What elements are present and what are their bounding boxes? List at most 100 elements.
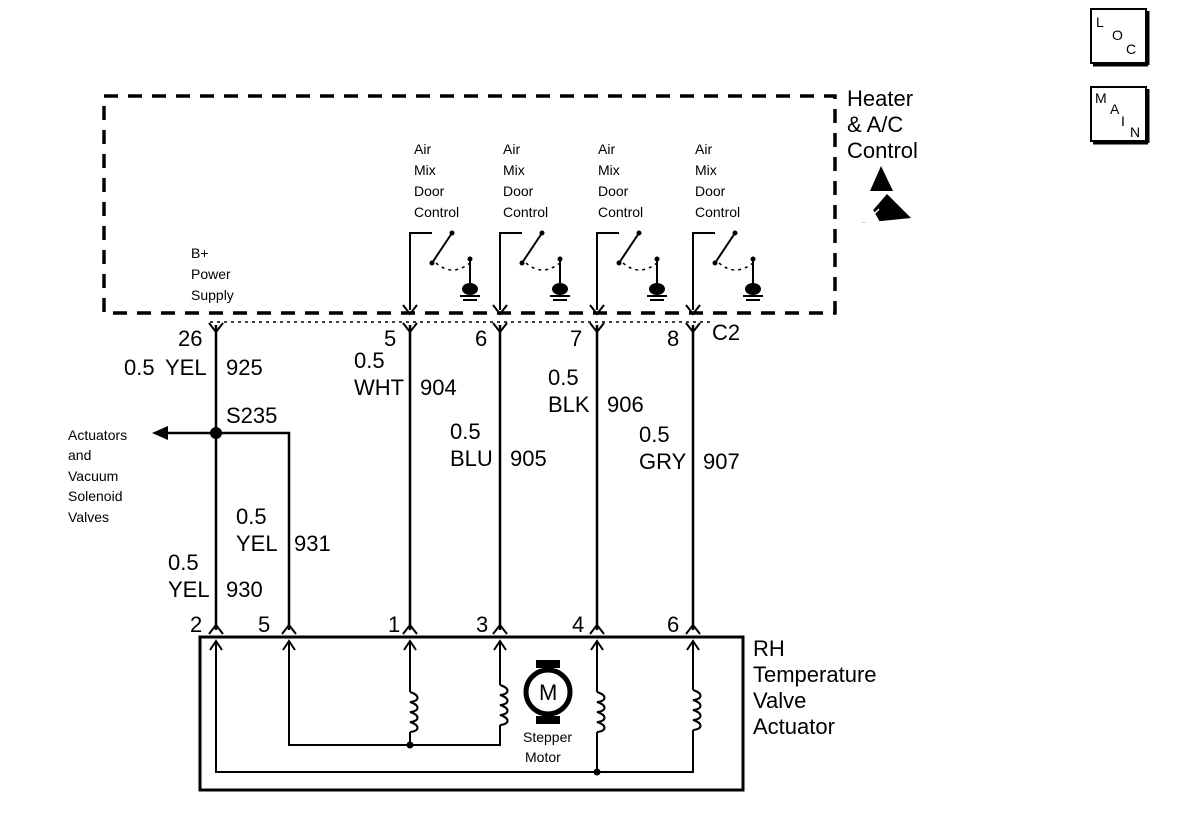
splice-id: S235 [226, 403, 277, 428]
coil-4 [692, 689, 702, 731]
svg-text:Door: Door [503, 183, 534, 199]
wire-904-gauge: 0.5 [354, 348, 385, 373]
power-label-line-2: Power [191, 266, 231, 282]
top-pin-7: 7 [570, 326, 582, 351]
main-letter-1: M [1095, 90, 1107, 106]
actuator-name-line-4: Actuator [753, 714, 835, 739]
wire-930-circuit: 930 [226, 577, 263, 602]
svg-text:Control: Control [414, 204, 459, 220]
wire-931-gauge: 0.5 [236, 504, 267, 529]
wire-904-circuit: 904 [420, 375, 457, 400]
wire-905-circuit: 905 [510, 446, 547, 471]
wire-907-color: GRY [639, 449, 687, 474]
main-letter-2: A [1110, 101, 1120, 117]
wire-905-gauge: 0.5 [450, 419, 481, 444]
bottom-pin-1: 1 [388, 612, 400, 637]
svg-text:Vacuum: Vacuum [68, 468, 118, 484]
top-pin-5: 5 [384, 326, 396, 351]
svg-text:Door: Door [414, 183, 445, 199]
wire-904-color: WHT [354, 375, 404, 400]
wire-925-color: YEL [165, 355, 207, 380]
actuator-pin-arrows [209, 639, 700, 651]
svg-text:Air: Air [503, 141, 520, 157]
loc-letter-3: C [1126, 41, 1136, 57]
svg-text:Air: Air [598, 141, 615, 157]
actuator-internal-wiring [215, 643, 694, 776]
wire-925-gauge: 0.5 [124, 355, 155, 380]
svg-text:Control: Control [503, 204, 548, 220]
door-switch-3 [596, 229, 668, 311]
coil-3 [596, 691, 606, 733]
door-switch-1 [409, 229, 481, 311]
stepper-motor-icon [523, 660, 573, 724]
top-pin-6: 6 [475, 326, 487, 351]
module-pin-arrows [402, 304, 701, 316]
svg-text:Door: Door [598, 183, 629, 199]
bottom-pin-2: 2 [190, 612, 202, 637]
svg-text:Door: Door [695, 183, 726, 199]
top-pin-26: 26 [178, 326, 202, 351]
branch-label: Actuators and Vacuum Solenoid Valves [68, 427, 127, 525]
door-switch-2 [499, 229, 571, 311]
main-letter-4: N [1130, 124, 1140, 140]
wires [152, 325, 695, 630]
connector-c2-label: C2 [712, 320, 740, 345]
svg-text:Air: Air [414, 141, 431, 157]
svg-text:Mix: Mix [503, 162, 525, 178]
wire-906-gauge: 0.5 [548, 365, 579, 390]
control-name-line-3: Control [847, 138, 918, 163]
door-control-label-2: Air Mix Door Control [503, 141, 548, 220]
wire-930-gauge: 0.5 [168, 550, 199, 575]
control-module-outline [102, 94, 837, 315]
wire-906-circuit: 906 [607, 392, 644, 417]
svg-text:Control: Control [695, 204, 740, 220]
wire-931-circuit: 931 [294, 531, 331, 556]
bottom-pin-6: 6 [667, 612, 679, 637]
svg-text:Control: Control [598, 204, 643, 220]
main-badge[interactable]: M A I N [1090, 86, 1150, 145]
actuator-name-line-2: Temperature [753, 662, 877, 687]
control-name-line-1: Heater [847, 86, 913, 111]
wire-907-gauge: 0.5 [639, 422, 670, 447]
connector-c2-chevrons [208, 322, 701, 334]
svg-text:Actuators: Actuators [68, 427, 127, 443]
svg-text:Mix: Mix [598, 162, 620, 178]
loc-letter-2: O [1112, 27, 1123, 43]
wire-905-color: BLU [450, 446, 493, 471]
wire-931-color: YEL [236, 531, 278, 556]
actuator-name-line-3: Valve [753, 688, 806, 713]
esd-warning-icon [856, 166, 911, 223]
svg-text:Valves: Valves [68, 509, 109, 525]
wire-907-circuit: 907 [703, 449, 740, 474]
loc-letter-1: L [1096, 14, 1104, 30]
coil-2 [499, 684, 509, 726]
power-label-line-3: Supply [191, 287, 234, 303]
door-control-label-1: Air Mix Door Control [414, 141, 459, 220]
motor-label-line-1: Stepper [523, 729, 572, 745]
motor-symbol: M [539, 680, 557, 705]
main-letter-3: I [1121, 113, 1125, 129]
power-label-line-1: B+ [191, 245, 209, 261]
svg-text:Air: Air [695, 141, 712, 157]
control-name-line-2: & A/C [847, 112, 903, 137]
loc-badge[interactable]: L O C [1090, 8, 1150, 67]
bottom-pin-5: 5 [258, 612, 270, 637]
motor-label-line-2: Motor [525, 749, 561, 765]
svg-text:Solenoid: Solenoid [68, 488, 123, 504]
svg-text:and: and [68, 447, 91, 463]
wire-906-color: BLK [548, 392, 590, 417]
svg-text:Mix: Mix [414, 162, 436, 178]
wire-930-color: YEL [168, 577, 210, 602]
coil-1 [409, 691, 419, 733]
svg-text:Mix: Mix [695, 162, 717, 178]
actuator-name-line-1: RH [753, 636, 785, 661]
top-pin-8: 8 [667, 326, 679, 351]
door-control-label-4: Air Mix Door Control [695, 141, 740, 220]
door-switch-4 [692, 229, 764, 311]
wire-925-circuit: 925 [226, 355, 263, 380]
door-control-label-3: Air Mix Door Control [598, 141, 643, 220]
actuator-outline [198, 635, 745, 792]
bottom-pin-3: 3 [476, 612, 488, 637]
bottom-pin-4: 4 [572, 612, 584, 637]
